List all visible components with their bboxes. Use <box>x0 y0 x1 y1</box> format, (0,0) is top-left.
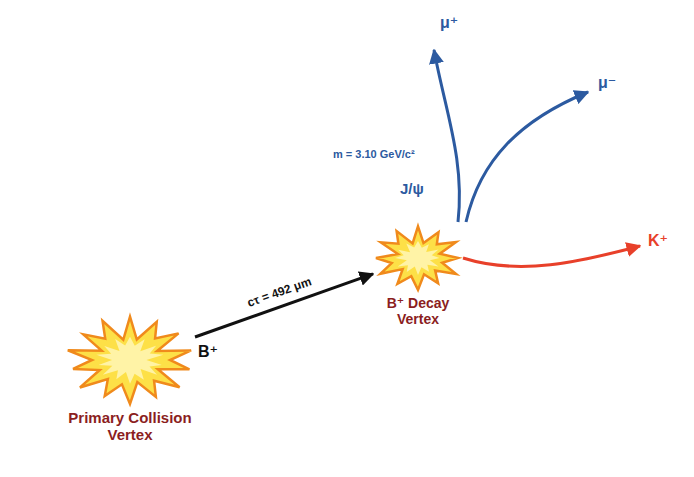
decay-length-label: cτ = 492 μm <box>244 274 315 310</box>
vertex-burst: Primary Collision Vertex <box>65 315 195 405</box>
starburst-shape <box>68 317 191 404</box>
kaon-track <box>463 246 640 266</box>
particle-label: J/ψ <box>400 180 424 197</box>
decay-arrow <box>195 274 373 337</box>
muon-minus-track <box>466 92 588 222</box>
vertex-burst: B⁺ Decay Vertex <box>373 225 463 291</box>
starburst-outline <box>373 225 463 291</box>
starburst-core <box>395 241 439 275</box>
vertex-label: B⁺ Decay Vertex <box>368 295 468 327</box>
mass-label: m = 3.10 GeV/c² <box>333 148 415 161</box>
muon-plus-track <box>434 50 459 222</box>
vertex-label: Primary Collision Vertex <box>50 409 210 444</box>
particle-label: B⁺ <box>198 343 218 361</box>
starburst-outline <box>65 315 195 405</box>
starburst-core <box>96 337 163 384</box>
particle-label: K⁺ <box>648 232 668 250</box>
starburst-shape <box>376 226 458 290</box>
particle-label: μ⁺ <box>440 14 458 32</box>
particle-label: μ⁻ <box>598 74 616 92</box>
